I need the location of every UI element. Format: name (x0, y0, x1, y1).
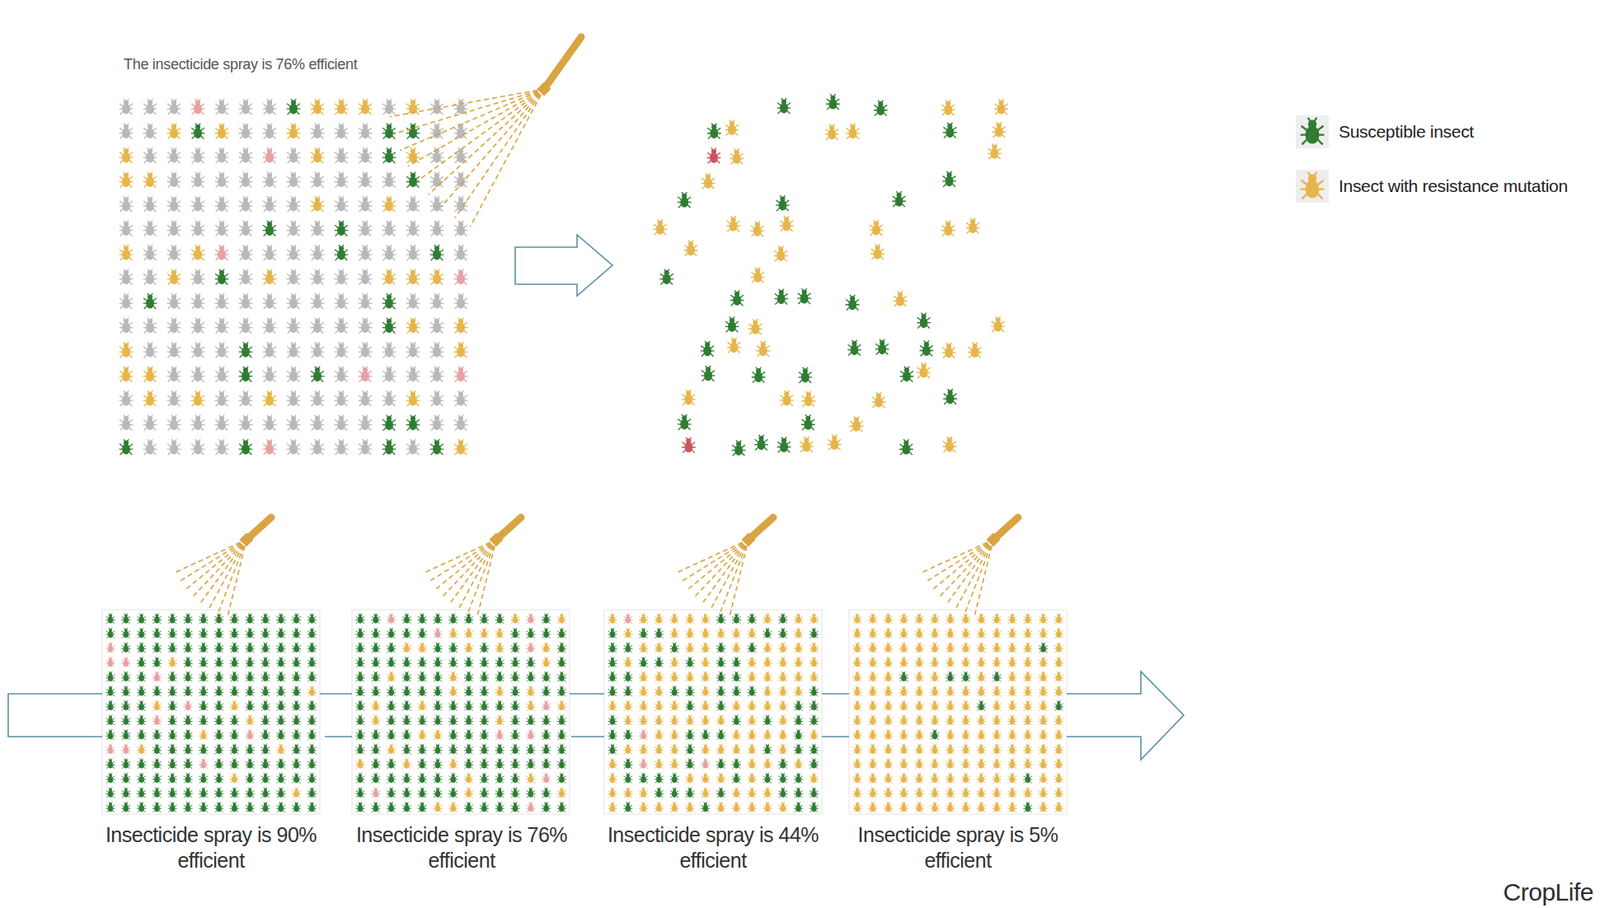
caption-text: Insecticide spray is 44% efficient (591, 822, 836, 875)
logo-text: CropLife (1503, 878, 1594, 907)
legend-row: Insect with resistance mutation (1295, 169, 1568, 203)
insect-icon (1300, 117, 1325, 145)
population-panel-heading: The insecticide spray is 76% efficient (123, 56, 470, 74)
insect-icon (1300, 172, 1325, 199)
caption-text: Insecticide spray is 5% efficient (837, 822, 1079, 875)
population-panel: Insecticide spray is 44% efficient (591, 609, 836, 875)
legend-swatch (1295, 169, 1329, 203)
legend-label: Susceptible insect (1338, 121, 1474, 142)
population-panel: Insecticide spray is 76% efficient (339, 609, 584, 875)
heading-text: The insecticide spray is 76% efficient (123, 56, 470, 74)
legend-row: Susceptible insect (1295, 115, 1568, 149)
caption-text: Insecticide spray is 76% efficient (339, 822, 584, 875)
legend-label: Insect with resistance mutation (1338, 176, 1568, 197)
population-panel: Insecticide spray is 90% efficient (90, 609, 332, 875)
legend-swatch (1295, 115, 1329, 149)
population-panel: Insecticide spray is 5% efficient (837, 609, 1079, 875)
caption-text: Insecticide spray is 90% efficient (90, 822, 332, 875)
legend: Susceptible insectInsect with resistance… (1295, 115, 1568, 225)
